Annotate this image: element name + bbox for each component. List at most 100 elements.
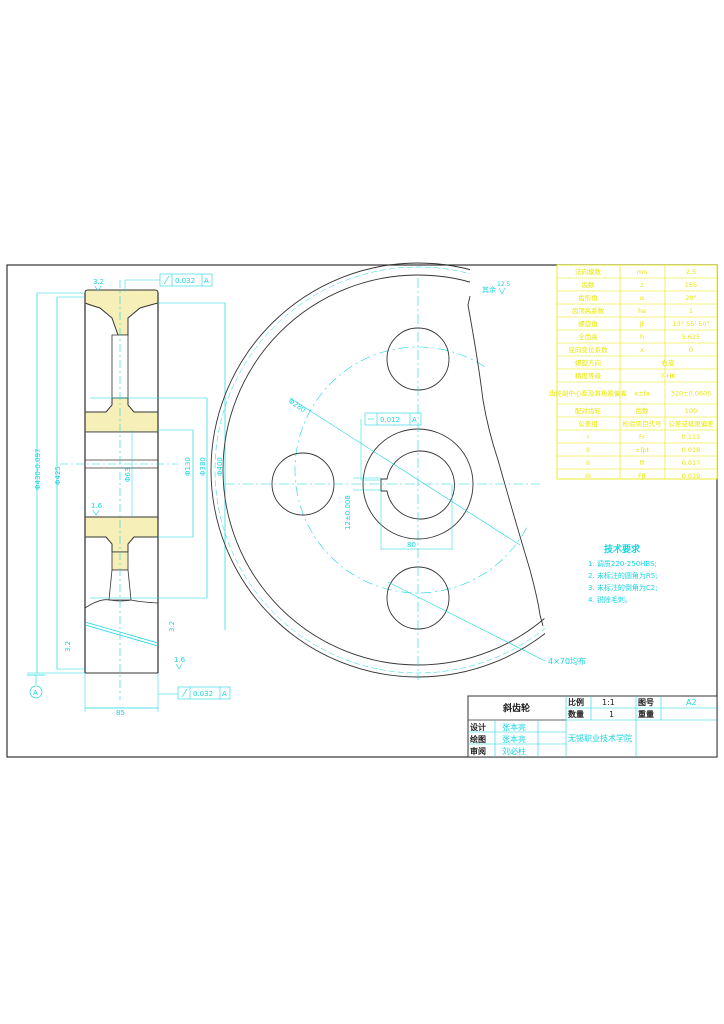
svg-text:0.113: 0.113 xyxy=(682,433,701,441)
svg-text:x: x xyxy=(640,346,644,354)
quantity-value: 1 xyxy=(609,710,614,719)
svg-text:齿顶高系数: 齿顶高系数 xyxy=(572,306,605,315)
section-view: Φ430-0.097 Φ425 Φ63 Φ130 Φ380 Φ400 85 3.… xyxy=(27,273,231,717)
svg-text:审阅: 审阅 xyxy=(470,746,486,756)
svg-text:齿数: 齿数 xyxy=(582,280,596,289)
institution: 无锡职业技术学院 xyxy=(568,733,632,743)
runout-frame-top: 0.032 A xyxy=(124,273,213,292)
params-table-row: 螺旋方向 右旋 xyxy=(575,358,675,367)
params-table-row: 精度等级 7-HK xyxy=(575,371,677,380)
reviewer-name: 刘必柱 xyxy=(502,746,526,756)
params-table-row: 径向变位系数 x 0 xyxy=(569,345,694,354)
svg-text:图号: 图号 xyxy=(638,698,654,707)
svg-text:A: A xyxy=(412,416,417,424)
dim-width: 85 xyxy=(116,709,125,717)
svg-text:数量: 数量 xyxy=(568,709,584,719)
svg-text:A: A xyxy=(204,277,209,285)
tech-req-item: 1. 调质220-250HBS; xyxy=(588,559,657,568)
svg-text:ha: ha xyxy=(638,307,646,315)
svg-text:精度等级: 精度等级 xyxy=(575,371,602,380)
dim-bore: Φ63 xyxy=(124,468,132,482)
tech-requirements: 技术要求 1. 调质220-250HBS; 2. 未标注的圆角为R5; 3. 未… xyxy=(588,543,658,604)
svg-text:齿数: 齿数 xyxy=(636,406,650,415)
holes-note: 4×70均布 xyxy=(548,656,586,666)
svg-text:0.012: 0.012 xyxy=(380,416,400,424)
dim-key-depth: 80 xyxy=(407,541,416,549)
tech-req-item: 3. 未标注的倒角为C2; xyxy=(588,583,658,592)
svg-text:0.019: 0.019 xyxy=(682,472,701,480)
svg-text:II: II xyxy=(586,446,590,454)
drafter-name: 张本亮 xyxy=(502,734,526,744)
svg-text:径向变位系数: 径向变位系数 xyxy=(569,345,609,354)
params-table-row: 全齿高 h 5.625 xyxy=(578,332,700,341)
svg-text:100: 100 xyxy=(685,407,697,415)
svg-text:螺旋角: 螺旋角 xyxy=(578,319,598,328)
front-view: Φ280 4×70均布 0.012 A 12±0.008 80 其余 12.5 xyxy=(210,262,586,680)
svg-text:0.018: 0.018 xyxy=(682,446,701,454)
svg-text:A: A xyxy=(222,690,227,698)
drawing-border xyxy=(6,264,718,758)
svg-text:螺旋方向: 螺旋方向 xyxy=(575,358,601,367)
params-table-row: 公差组检验项目代号公差或极限偏差 xyxy=(578,419,714,428)
svg-text:公差组: 公差组 xyxy=(578,419,598,428)
roughness-other: 12.5 xyxy=(497,281,511,288)
svg-text:齿轮副中心距及其极限偏差: 齿轮副中心距及其极限偏差 xyxy=(549,389,628,398)
tech-req-item: 2. 未标注的圆角为R5; xyxy=(588,571,658,580)
dim-web-inner: Φ380 xyxy=(199,457,207,476)
svg-text:5.625: 5.625 xyxy=(682,333,701,341)
svg-text:0: 0 xyxy=(689,346,693,354)
roughness-left: 3.2 xyxy=(64,641,72,652)
svg-text:齿形角: 齿形角 xyxy=(578,293,598,302)
svg-text:h: h xyxy=(640,333,644,341)
svg-text:±fpt: ±fpt xyxy=(635,446,650,454)
svg-text:公差或极限偏差: 公差或极限偏差 xyxy=(668,419,714,428)
svg-text:A: A xyxy=(33,689,38,697)
svg-text:mn: mn xyxy=(637,268,647,276)
scale-value: 1:1 xyxy=(602,698,615,707)
tech-req-item: 4. 锐除毛刺。 xyxy=(588,595,632,604)
runout-frame-bottom: 0.032 A xyxy=(158,686,231,700)
svg-text:绘图: 绘图 xyxy=(470,734,486,744)
svg-text:0.032: 0.032 xyxy=(193,690,213,698)
svg-text:III: III xyxy=(585,472,591,480)
svg-text:ff: ff xyxy=(640,459,645,467)
svg-text:Fr: Fr xyxy=(639,433,645,441)
svg-text:2.5: 2.5 xyxy=(686,268,696,276)
dim-root-diameter: Φ425 xyxy=(54,466,62,485)
svg-text:全齿高: 全齿高 xyxy=(578,332,598,341)
designer-name: 张本亮 xyxy=(502,722,526,732)
svg-text:20°: 20° xyxy=(685,294,697,302)
svg-text:β: β xyxy=(640,320,644,328)
svg-text:法向模数: 法向模数 xyxy=(575,267,602,276)
tech-req-title: 技术要求 xyxy=(604,543,641,555)
roughness-right: 3.2 xyxy=(168,621,176,632)
roughness-hub: 1.6 xyxy=(91,502,103,510)
roughness-other-label: 其余 xyxy=(482,285,496,294)
svg-text:165: 165 xyxy=(685,281,697,289)
params-table-row: II ±fpt 0.018 xyxy=(586,446,700,454)
params-table-row: 法向模数 mn 2.5 xyxy=(575,267,696,276)
svg-text:II: II xyxy=(586,459,590,467)
symmetry-frame: 0.012 A xyxy=(360,412,422,481)
svg-text:重量: 重量 xyxy=(638,709,654,719)
svg-text:右旋: 右旋 xyxy=(662,358,676,367)
svg-text:a±fa: a±fa xyxy=(634,390,650,398)
svg-text:设计: 设计 xyxy=(470,722,486,732)
part-title: 斜齿轮 xyxy=(502,702,530,714)
datum-a-symbol xyxy=(29,685,43,699)
svg-text:Fβ: Fβ xyxy=(638,472,646,480)
svg-text:0.032: 0.032 xyxy=(175,277,195,285)
dim-web-outer: Φ400 xyxy=(216,457,224,476)
svg-text:配对齿轮: 配对齿轮 xyxy=(575,406,602,415)
dim-key-width: 12±0.008 xyxy=(344,495,352,530)
svg-text:比例: 比例 xyxy=(568,697,584,707)
dim-tip-diameter: Φ430-0.097 xyxy=(34,449,42,490)
svg-text:7-HK: 7-HK xyxy=(660,372,676,380)
